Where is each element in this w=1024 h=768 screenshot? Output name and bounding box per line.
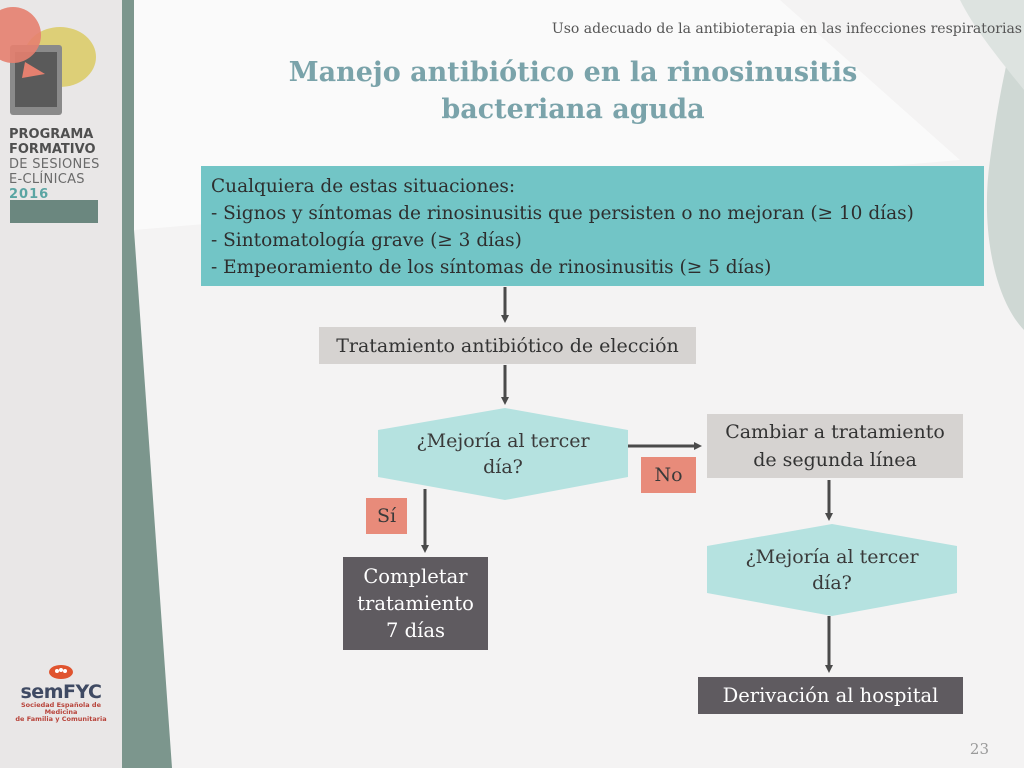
decision-2-line-2: día? — [812, 572, 852, 594]
program-line-2: FORMATIVO — [9, 142, 96, 157]
sidebar-panel — [0, 0, 122, 768]
program-bar — [10, 200, 98, 223]
decision-2-shape — [707, 524, 957, 616]
second-line-treatment-box: Cambiar a tratamiento de segunda línea — [707, 414, 963, 478]
complete-line-3: 7 días — [386, 619, 445, 642]
right-deco-shape-2 — [960, 0, 1024, 90]
page-number: 23 — [969, 740, 989, 758]
program-line-4: E-CLÍNICAS — [9, 172, 85, 187]
right-deco-shape — [986, 0, 1024, 330]
criteria-item: - Signos y síntomas de rinosinusitis que… — [211, 203, 914, 224]
complete-line-1: Completar — [363, 565, 468, 588]
org-full-line-1: Sociedad Española de Medicina — [21, 701, 101, 716]
complete-line-2: tratamiento — [357, 592, 474, 615]
org-name: semFYC — [20, 681, 103, 703]
org-full-line-2: de Familia y Comunitaria — [15, 715, 107, 723]
decision-1-line-2: día? — [483, 456, 523, 478]
criteria-item: - Sintomatología grave (≥ 3 días) — [211, 230, 522, 251]
semfyc-emblem-icon — [49, 665, 73, 679]
first-treatment-box: Tratamiento antibiótico de elección — [319, 327, 696, 364]
decision-2-line-1: ¿Mejoría al tercer — [745, 546, 919, 568]
criteria-box: Cualquiera de estas situaciones: - Signo… — [201, 166, 984, 286]
program-line-1: PROGRAMA — [9, 127, 94, 142]
decision-2: ¿Mejoría al tercer día? — [707, 524, 957, 616]
semfyc-logo: semFYC Sociedad Española de Medicina de … — [6, 664, 116, 723]
program-label: PROGRAMA FORMATIVO DE SESIONES E-CLÍNICA… — [9, 127, 119, 202]
slide-title: Manejo antibiótico en la rinosinusitis b… — [258, 54, 888, 128]
criteria-item: - Empeoramiento de los síntomas de rinos… — [211, 257, 772, 278]
complete-treatment-box: Completar tratamiento 7 días — [343, 557, 488, 650]
header-subtitle: Uso adecuado de la antibioterapia en las… — [551, 21, 1022, 37]
title-line-2: bacteriana aguda — [441, 94, 705, 125]
second-line-line-2: de segunda línea — [753, 449, 917, 471]
title-line-1: Manejo antibiótico en la rinosinusitis — [288, 57, 858, 88]
program-line-3: DE SESIONES — [9, 157, 100, 172]
program-year: 2016 — [9, 187, 50, 202]
decision-1: ¿Mejoría al tercer día? — [378, 408, 628, 500]
second-line-line-1: Cambiar a tratamiento — [725, 421, 945, 443]
yes-label: Sí — [366, 498, 407, 534]
hospital-referral-box: Derivación al hospital — [698, 677, 963, 714]
green-ribbon — [122, 0, 172, 768]
criteria-intro: Cualquiera de estas situaciones: — [211, 176, 516, 197]
speech-bubble-icon — [0, 7, 96, 115]
decision-1-shape — [378, 408, 628, 500]
decision-1-line-1: ¿Mejoría al tercer — [416, 430, 590, 452]
no-label: No — [641, 457, 696, 493]
